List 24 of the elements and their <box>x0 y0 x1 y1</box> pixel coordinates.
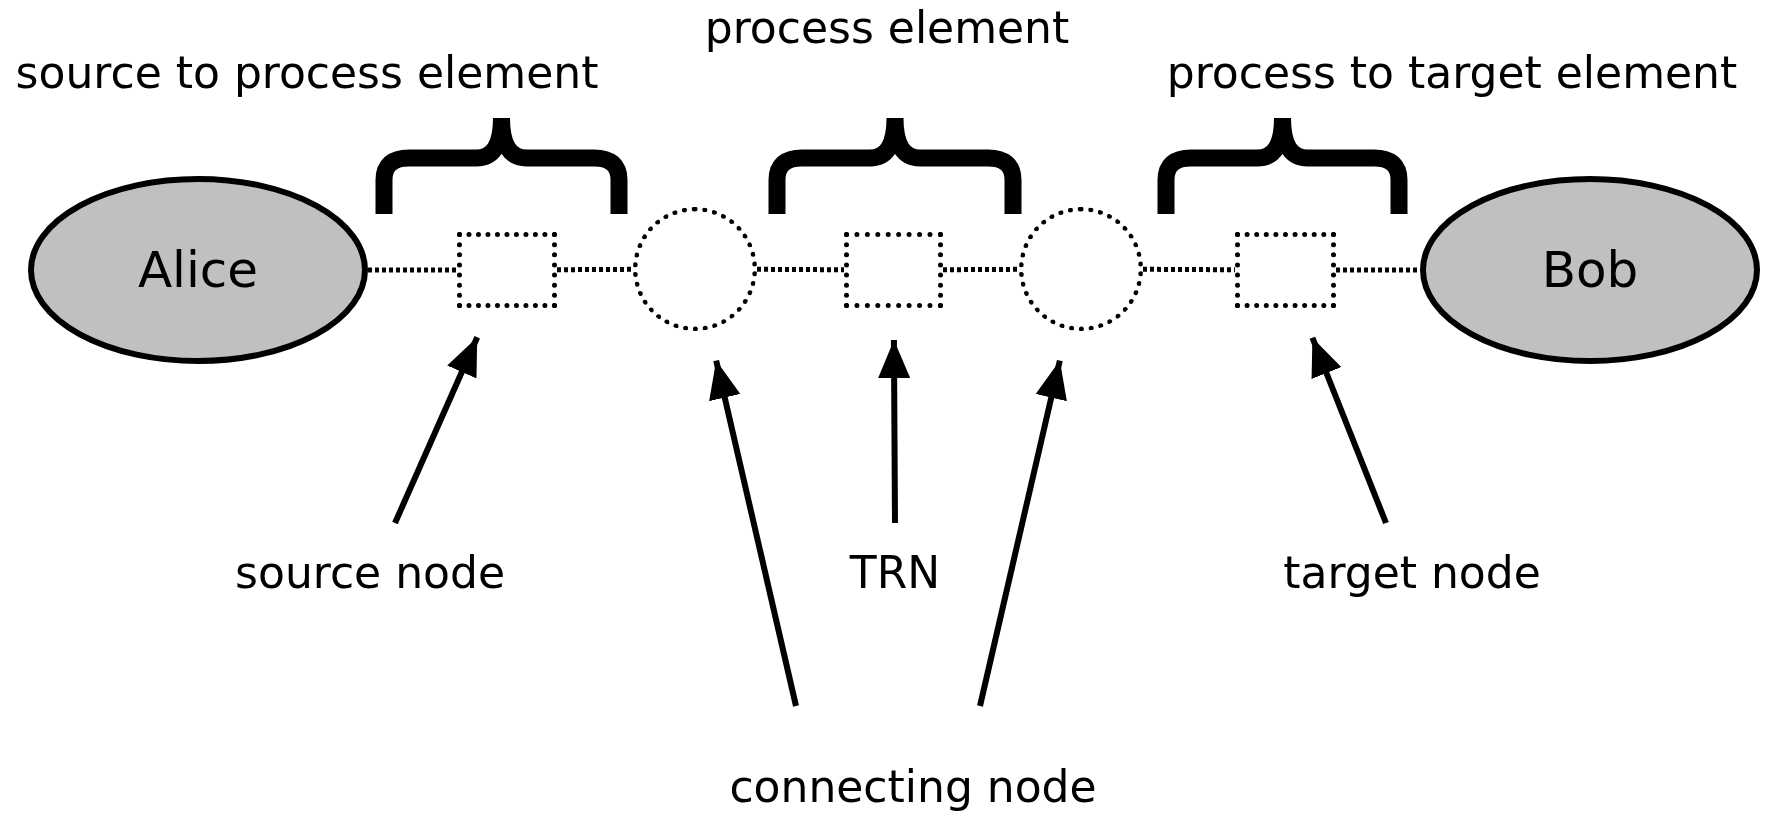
connector-line <box>557 266 633 273</box>
dotted-box <box>457 232 557 308</box>
brace-label: source to process element <box>15 48 599 98</box>
connector-line <box>943 266 1019 273</box>
arrow <box>878 340 911 524</box>
arrow <box>1309 336 1389 525</box>
dotted-box <box>844 232 943 308</box>
ellipse-node <box>1420 176 1760 364</box>
arrow <box>977 359 1067 707</box>
arrow <box>392 336 480 525</box>
arrow <box>709 359 799 707</box>
annotation-text: connecting node <box>729 762 1097 812</box>
annotation-text: source node <box>235 548 505 598</box>
ellipse-node <box>28 176 368 364</box>
connector-line <box>1336 267 1420 273</box>
brace-label: process element <box>704 3 1070 53</box>
annotation-text: target node <box>1283 548 1541 598</box>
connector-line <box>757 266 844 273</box>
node-label: Bob <box>1541 241 1639 299</box>
dotted-box <box>1235 232 1336 308</box>
connector-line <box>368 267 457 273</box>
annotation-text: TRN <box>849 548 941 598</box>
brace-label: process to target element <box>1166 48 1738 98</box>
node-label: Alice <box>137 241 259 299</box>
